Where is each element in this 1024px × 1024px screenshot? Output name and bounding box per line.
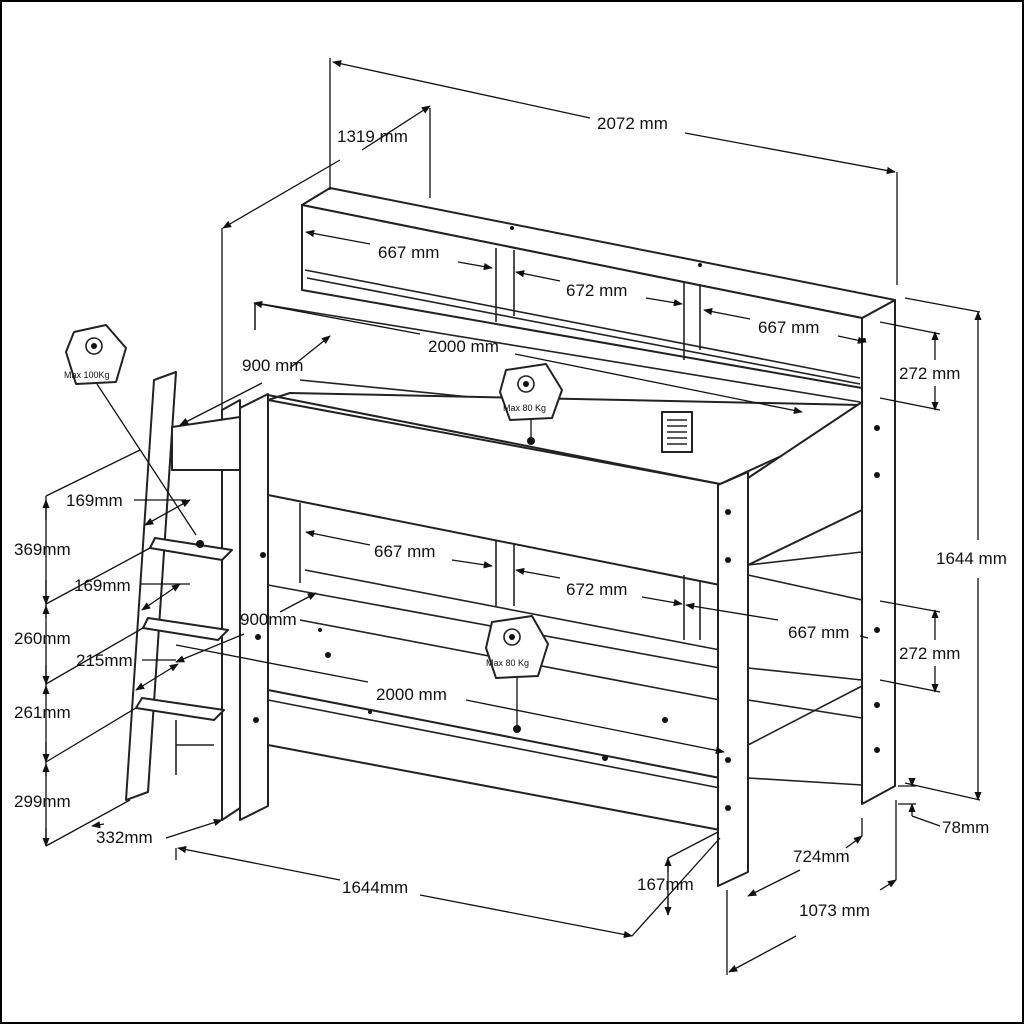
label-step-offset-2: 169mm [74,576,131,595]
label-bottom-shelf-height: 272 mm [899,644,960,663]
right-front-post [717,471,749,887]
dimension-labels: 2072 mm 1319 mm 667 mm 672 mm 667 mm 200… [14,114,1007,920]
bed-structure [125,187,896,887]
bottom-front-rail [267,689,721,831]
label-step-height-2: 260mm [14,629,71,648]
label-bottom-shelf-left: 667 mm [374,542,435,561]
weight-badge-bottom: Max 80 Kg [485,615,549,733]
label-total-length: 2072 mm [597,114,668,133]
label-top-shelf-right: 667 mm [758,318,819,337]
weight-badge-top: Max 80 Kg [499,363,563,445]
label-top-shelf-height: 272 mm [899,364,960,383]
label-step-offset-3: 215mm [76,651,133,670]
weight-label-bottom: Max 80 Kg [486,658,529,668]
label-step-offset-1: 169mm [66,491,123,510]
label-bottom-shelf-middle: 672 mm [566,580,627,599]
label-top-shelf-middle: 672 mm [566,281,627,300]
label-bottom-rail-height: 167mm [637,875,694,894]
label-step-height-3: 261mm [14,703,71,722]
label-ladder-depth: 1319 mm [337,127,408,146]
label-step-height-4: 299mm [14,792,71,811]
label-top-mattress-length: 2000 mm [428,337,499,356]
ladder-step-3 [135,697,225,721]
label-step-height-1: 369mm [14,540,71,559]
label-bed-width-inner: 724mm [793,847,850,866]
label-bottom-mattress-length: 2000 mm [376,685,447,704]
label-foot-height: 78mm [942,818,989,837]
label-top-mattress-width: 900 mm [242,356,303,375]
label-total-height: 1644 mm [936,549,1007,568]
top-shelf-back [301,204,863,389]
weight-label-top: Max 80 Kg [503,403,546,413]
label-bed-width-total: 1073 mm [799,901,870,920]
ladder-step-2 [142,617,229,641]
label-bottom-width: 1644mm [342,878,408,897]
right-back-post [861,299,896,805]
label-ladder-step-depth: 332mm [96,828,153,847]
ladder-step-1 [149,537,233,561]
left-front-post [239,393,269,821]
label-top-shelf-left: 667 mm [378,243,439,262]
weight-label-ladder: Max 100Kg [64,370,110,380]
label-bottom-mattress-width: 900mm [240,610,297,629]
label-bottom-shelf-right: 667 mm [788,623,849,642]
dimension-lines [42,58,982,975]
